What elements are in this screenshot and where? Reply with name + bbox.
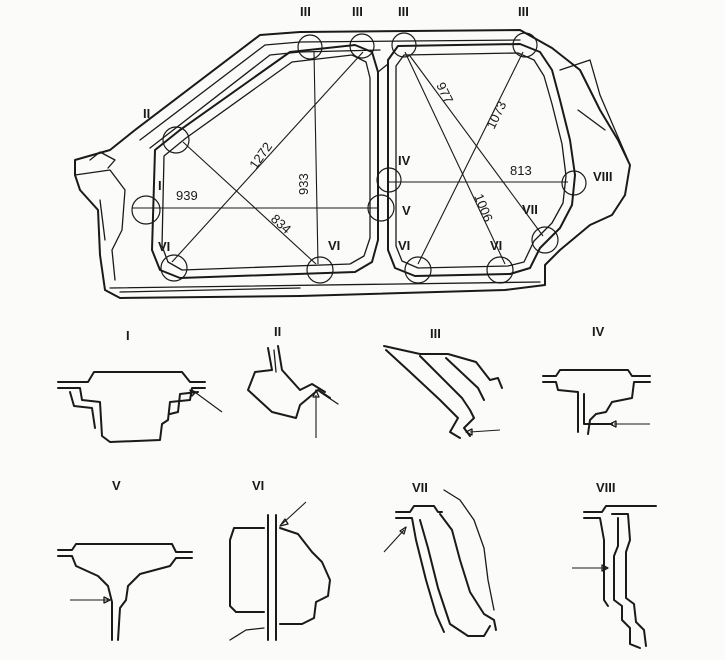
section-IV-drawing bbox=[542, 369, 651, 435]
dim-1006: 1006 bbox=[471, 192, 496, 224]
circle-IV bbox=[376, 167, 402, 193]
circle-VI-4 bbox=[486, 256, 514, 284]
dim-1073: 1073 bbox=[483, 99, 509, 132]
dimension-lines bbox=[132, 51, 568, 265]
dim-813: 813 bbox=[510, 163, 532, 178]
label-VI-2: VI bbox=[328, 238, 340, 253]
circle-VIII bbox=[561, 170, 587, 196]
section-title-VI: VI bbox=[252, 478, 264, 493]
section-III-drawing bbox=[383, 345, 503, 439]
circle-III-3 bbox=[391, 32, 417, 58]
circle-II bbox=[162, 126, 190, 154]
section-title-VIII: VIII bbox=[596, 480, 616, 495]
circle-I bbox=[131, 195, 161, 225]
dim-939: 939 bbox=[176, 188, 198, 203]
detail-circles bbox=[131, 32, 587, 284]
section-title-VII: VII bbox=[412, 480, 428, 495]
section-V-drawing bbox=[57, 543, 193, 641]
label-III-2: III bbox=[352, 4, 363, 19]
circle-VII bbox=[531, 226, 559, 254]
circle-III-4 bbox=[512, 32, 538, 58]
dim-line-834 bbox=[182, 141, 317, 265]
label-II: II bbox=[143, 106, 150, 121]
section-I-drawing bbox=[57, 371, 223, 443]
label-III-4: III bbox=[518, 4, 529, 19]
circle-VI-2 bbox=[306, 256, 334, 284]
section-title-III: III bbox=[430, 326, 441, 341]
body-side-frame bbox=[74, 29, 631, 299]
dim-line-1006 bbox=[409, 55, 544, 237]
dim-line-1073 bbox=[417, 51, 524, 265]
section-VI-drawing bbox=[229, 501, 331, 641]
section-II-drawing bbox=[247, 345, 339, 438]
region-labels: II III III III III I IV V VI VI VI VI VI… bbox=[143, 4, 613, 254]
dim-977: 977 bbox=[433, 80, 456, 106]
label-III-1: III bbox=[300, 4, 311, 19]
dim-1272: 1272 bbox=[246, 139, 275, 171]
section-VIII-drawing bbox=[572, 505, 657, 649]
label-VI-3: VI bbox=[398, 238, 410, 253]
section-title-II: II bbox=[274, 324, 281, 339]
section-titles: I II III IV V VI VII VIII bbox=[112, 324, 616, 495]
circle-III-1 bbox=[297, 34, 323, 60]
dim-line-933 bbox=[313, 51, 319, 265]
dim-933: 933 bbox=[296, 173, 311, 195]
dim-line-977 bbox=[404, 51, 506, 265]
circle-III-2 bbox=[349, 33, 375, 59]
label-III-3: III bbox=[398, 4, 409, 19]
section-title-I: I bbox=[126, 328, 130, 343]
section-VII-drawing bbox=[383, 489, 497, 637]
label-VI-1: VI bbox=[158, 239, 170, 254]
label-VIII: VIII bbox=[593, 169, 613, 184]
circle-VI-1 bbox=[160, 254, 188, 282]
label-IV: IV bbox=[398, 153, 411, 168]
section-title-V: V bbox=[112, 478, 121, 493]
label-V: V bbox=[402, 203, 411, 218]
section-title-IV: IV bbox=[592, 324, 605, 339]
label-I: I bbox=[158, 178, 162, 193]
dimension-values: 939 1272 933 834 977 1073 813 1006 bbox=[176, 80, 532, 237]
label-VI-4: VI bbox=[490, 238, 502, 253]
label-VII: VII bbox=[522, 202, 538, 217]
circle-VI-3 bbox=[404, 256, 432, 284]
dim-line-1272 bbox=[171, 51, 364, 263]
dim-834: 834 bbox=[268, 211, 294, 237]
